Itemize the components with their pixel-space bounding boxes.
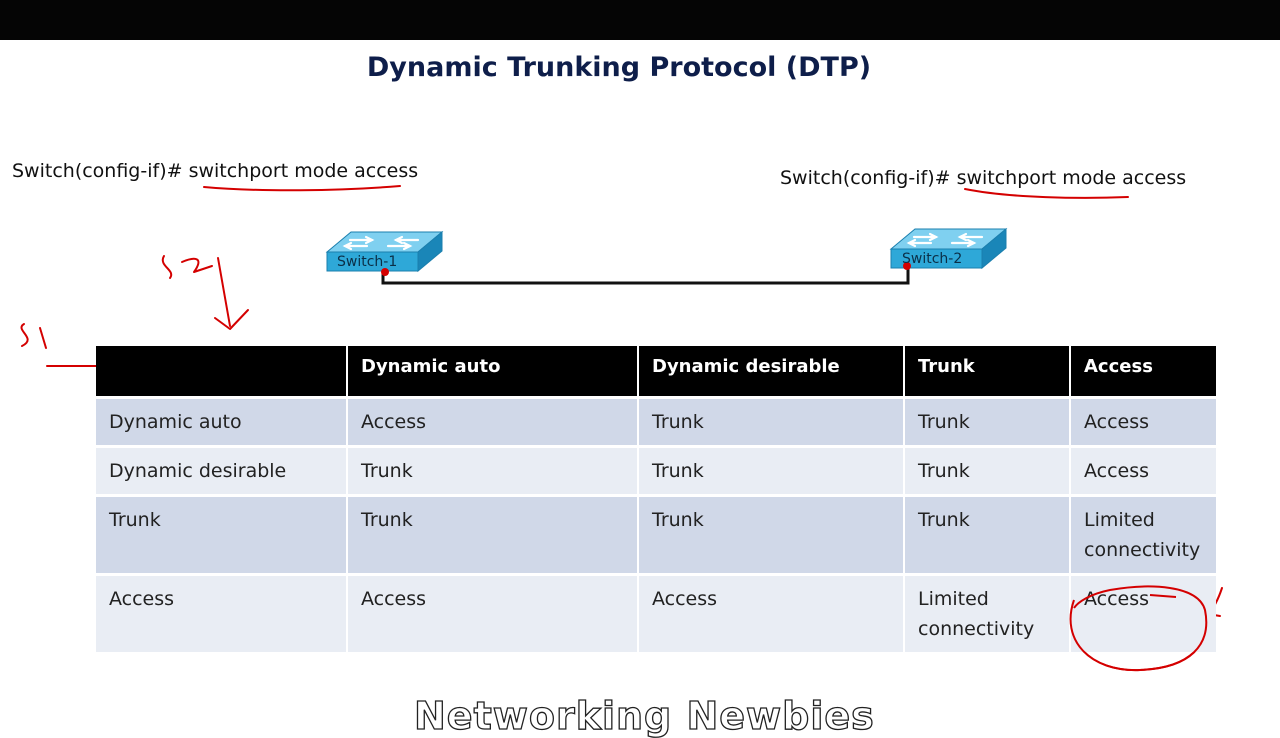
header-corner-cell <box>96 346 347 398</box>
table-cell: Trunk <box>903 396 1070 447</box>
header-trunk: Trunk <box>903 346 1070 398</box>
table-cell: Limited connectivity <box>1069 494 1216 575</box>
table-cell: Access <box>637 573 904 652</box>
header-dynamic-desirable: Dynamic desirable <box>637 346 904 398</box>
table-cell: Access <box>1069 445 1216 496</box>
row-label-cell: Trunk <box>96 494 347 575</box>
table-cell: Trunk <box>346 494 638 575</box>
table-cell: Limited connectivity <box>903 573 1070 652</box>
switch-1-label: Switch-1 <box>337 254 398 270</box>
table-cell: Trunk <box>637 445 904 496</box>
switch-2-icon <box>889 227 1008 270</box>
switch-1-icon <box>325 230 444 273</box>
table-cell: Trunk <box>637 494 904 575</box>
table-row: Access Access Access Limited connectivit… <box>96 573 1216 652</box>
right-switch-command: Switch(config-if)# switchport mode acces… <box>780 167 1187 189</box>
table-row: Dynamic auto Access Trunk Trunk Access <box>96 396 1216 447</box>
dtp-mode-table: Dynamic auto Dynamic desirable Trunk Acc… <box>96 346 1216 652</box>
table-cell: Access <box>346 396 638 447</box>
header-access: Access <box>1069 346 1216 398</box>
top-black-bar <box>0 0 1280 40</box>
table-cell: Trunk <box>346 445 638 496</box>
header-dynamic-auto: Dynamic auto <box>346 346 638 398</box>
row-label-cell: Access <box>96 573 347 652</box>
row-label-cell: Dynamic desirable <box>96 445 347 496</box>
row-label-cell: Dynamic auto <box>96 396 347 447</box>
table-cell: Trunk <box>903 494 1070 575</box>
left-switch-command: Switch(config-if)# switchport mode acces… <box>12 160 419 182</box>
table-cell: Access <box>1069 573 1216 652</box>
table-cell: Access <box>1069 396 1216 447</box>
table-cell: Trunk <box>637 396 904 447</box>
link-endpoint-dot <box>381 268 389 276</box>
link-endpoint-dot <box>903 262 911 270</box>
table-row: Dynamic desirable Trunk Trunk Trunk Acce… <box>96 445 1216 496</box>
link-line <box>381 265 910 285</box>
channel-watermark: Networking Newbies <box>413 693 875 738</box>
table-header-row: Dynamic auto Dynamic desirable Trunk Acc… <box>96 346 1216 398</box>
slide-title: Dynamic Trunking Protocol (DTP) <box>366 52 872 83</box>
table-cell: Access <box>346 573 638 652</box>
table-cell: Trunk <box>903 445 1070 496</box>
table-row: Trunk Trunk Trunk Trunk Limited connecti… <box>96 494 1216 575</box>
switch-2-label: Switch-2 <box>902 251 963 267</box>
